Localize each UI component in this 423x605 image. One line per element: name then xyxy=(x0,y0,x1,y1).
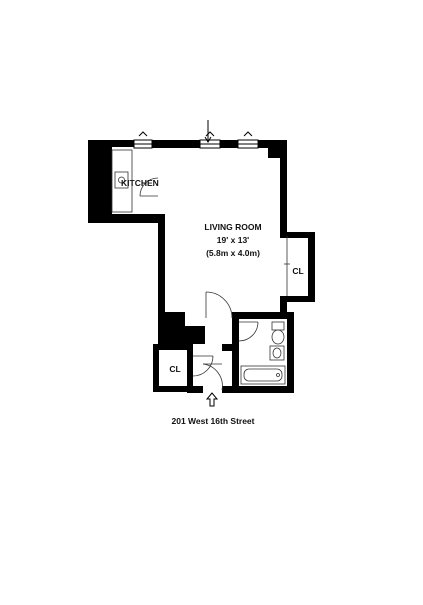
address-caption: 201 West 16th Street xyxy=(172,416,255,426)
east-wall-lower xyxy=(280,296,287,316)
entry-arrow-icon xyxy=(205,392,219,407)
north-arrow-icon xyxy=(204,120,212,143)
door-swing-icon xyxy=(284,236,290,296)
bath-fixtures xyxy=(240,321,286,385)
closet-left-label: CL xyxy=(169,364,180,374)
window-icon xyxy=(237,131,259,149)
kitchen-top-wall xyxy=(88,140,156,147)
living-room-size-ft: 19' x 13' xyxy=(217,235,249,245)
kitchen-label: KITCHEN xyxy=(121,178,159,188)
west-lower-mass xyxy=(158,312,205,344)
hall-bottom-right xyxy=(222,386,239,393)
kitchen-west-wall xyxy=(88,140,117,223)
bath-east-wall xyxy=(287,312,294,392)
bath-bottom-wall xyxy=(232,386,294,393)
living-west-wall xyxy=(158,214,165,344)
stove-icon xyxy=(114,171,129,189)
door-swing-icon xyxy=(202,363,223,391)
door-swing-icon xyxy=(205,291,233,319)
door-swing-icon xyxy=(139,177,159,197)
door-swing-icon xyxy=(192,355,214,377)
door-swing-icon xyxy=(238,321,259,342)
kitchen-bottom-wall xyxy=(112,214,159,223)
closet-right-top xyxy=(280,232,315,238)
living-room-size-m: (5.8m x 4.0m) xyxy=(206,248,260,258)
hall-bottom-left xyxy=(187,386,203,393)
kitchen-counter xyxy=(111,149,133,213)
sink-icon xyxy=(269,345,285,361)
closet-right-label: CL xyxy=(292,266,303,276)
living-room-label: LIVING ROOM xyxy=(204,222,261,232)
bath-west-wall xyxy=(232,312,239,392)
window-icon xyxy=(133,131,153,149)
closet-left-top xyxy=(153,344,193,350)
toilet-icon xyxy=(271,321,285,345)
east-wall-upper xyxy=(280,140,287,235)
closet-left-bottom xyxy=(153,386,193,392)
doors xyxy=(192,236,290,391)
hall-east-stub xyxy=(222,344,239,351)
windows xyxy=(133,131,259,149)
kitchen-fixtures xyxy=(111,149,159,213)
bathtub-icon xyxy=(240,365,286,385)
living-bottom-wall xyxy=(232,312,287,319)
closet-right-east xyxy=(308,232,315,302)
closet-right-bottom xyxy=(280,296,315,302)
closet-left-west xyxy=(153,344,159,392)
window-icon xyxy=(199,131,221,149)
closet-left-east xyxy=(187,344,193,392)
